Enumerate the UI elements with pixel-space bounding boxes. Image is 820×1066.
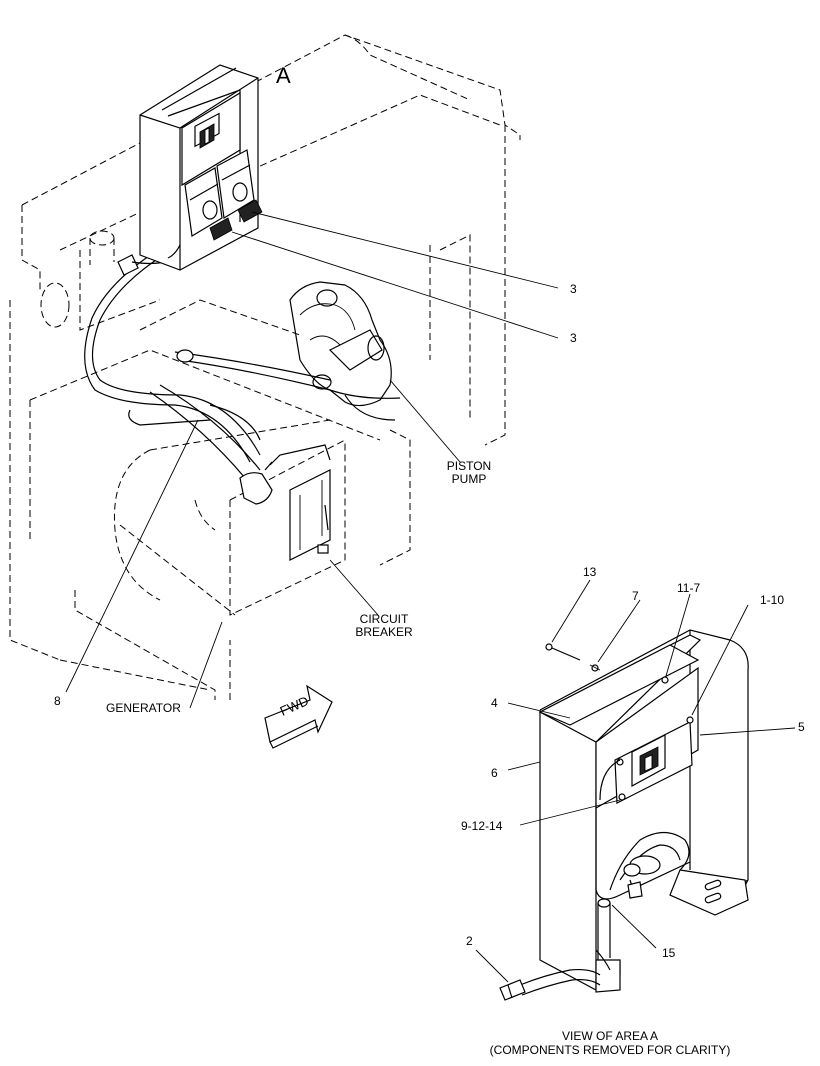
callout-2: 2 [466, 934, 473, 948]
callout-6: 6 [491, 766, 498, 780]
callout-7: 7 [632, 589, 639, 603]
callout-8: 8 [54, 694, 61, 708]
callout-3-upper: 3 [570, 282, 577, 296]
caption-line1: VIEW OF AREA A [561, 1029, 659, 1043]
callout-4: 4 [491, 696, 498, 710]
label-circuit-breaker-line1: CIRCUIT [359, 612, 409, 626]
callout-13: 13 [583, 565, 597, 579]
switch-box-detail [499, 629, 749, 1001]
cable-harness [84, 243, 401, 505]
piston-pump [289, 281, 396, 421]
callout-9-12-14: 9-12-14 [461, 819, 503, 833]
callout-3-lower: 3 [570, 331, 577, 345]
callout-5: 5 [798, 720, 805, 734]
callout-1-10: 1-10 [760, 593, 785, 607]
label-circuit-breaker-line2: BREAKER [355, 625, 413, 639]
label-piston-pump-line1: PISTON [446, 459, 492, 473]
engine-frame-outline [9, 34, 521, 700]
label-piston-pump-line2: PUMP [451, 472, 487, 486]
label-generator: GENERATOR [106, 701, 181, 715]
callout-15: 15 [662, 946, 676, 960]
view-marker-a: A [276, 63, 291, 88]
generator-outline [113, 419, 346, 616]
leader-lines [65, 211, 796, 983]
forward-arrow-shape [264, 684, 333, 749]
caption-line2: (COMPONENTS REMOVED FOR CLARITY) [489, 1043, 731, 1057]
switch-box-installed [139, 64, 263, 271]
callout-11-7: 11-7 [677, 581, 701, 595]
